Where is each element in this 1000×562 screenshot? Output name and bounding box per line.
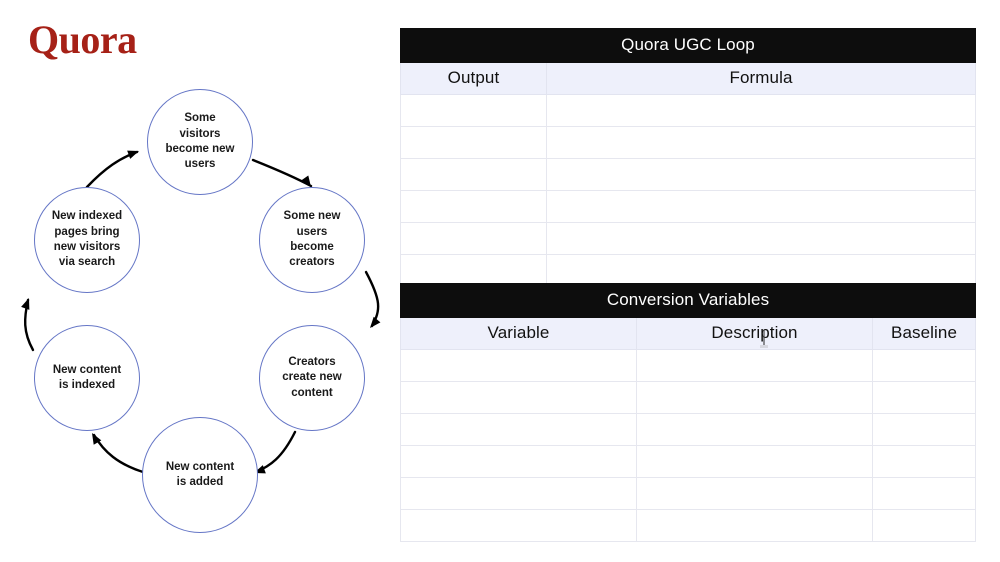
loop-node-label: Some new users become creators — [283, 210, 341, 269]
loop-node-creators-create-new-content[interactable]: Creators create new content — [259, 325, 365, 431]
table-row — [400, 445, 977, 478]
table-row — [400, 349, 977, 382]
table-row — [400, 126, 977, 159]
table-cell[interactable] — [871, 445, 977, 478]
table-cell[interactable] — [636, 509, 873, 542]
table-row — [400, 158, 977, 191]
arrow-pages-to-visitors-head — [127, 150, 139, 159]
arrow-visitors-to-newusers — [251, 158, 313, 188]
loop-node-label: Some visitors become new users — [165, 112, 235, 171]
table-cell[interactable] — [545, 94, 977, 127]
loop-node-label: New indexed pages bring new visitors via… — [51, 210, 123, 269]
text-caret-cursor — [760, 330, 768, 348]
table-cell[interactable] — [545, 158, 977, 191]
loop-node-some-visitors-become-new-users[interactable]: Some visitors become new users — [147, 89, 253, 195]
table-cell[interactable] — [871, 349, 977, 382]
table-cell[interactable] — [400, 254, 547, 287]
quora-logo: Quora — [28, 17, 137, 62]
table-cell[interactable] — [636, 477, 873, 510]
loop-node-label: New content is indexed — [52, 363, 122, 391]
table-title: Quora UGC Loop — [399, 28, 977, 63]
loop-node-label: Creators create new content — [282, 356, 342, 399]
table-row — [400, 477, 977, 510]
table-cell[interactable] — [400, 158, 547, 191]
arrow-contentadded-to-indexed — [92, 433, 145, 474]
table-cell[interactable] — [400, 445, 637, 478]
table-cell[interactable] — [545, 254, 977, 287]
arrow-indexed-to-pages-head — [21, 298, 30, 310]
arrow-visitors-to-newusers-head — [301, 175, 311, 187]
arrow-contentadded-to-indexed-head — [92, 433, 102, 445]
table-cell[interactable] — [400, 126, 547, 159]
loop-node-new-content-is-added[interactable]: New content is added — [142, 417, 258, 533]
table-cell[interactable] — [636, 349, 873, 382]
table-cell[interactable] — [545, 190, 977, 223]
table-cell[interactable] — [400, 477, 637, 510]
table-cell[interactable] — [871, 477, 977, 510]
table-cell[interactable] — [400, 222, 547, 255]
column-header-baseline[interactable]: Baseline — [871, 317, 977, 350]
loop-node-new-indexed-pages-bring-new-visitors-via-search[interactable]: New indexed pages bring new visitors via… — [34, 187, 140, 293]
table-title-row: Quora UGC Loop — [399, 28, 977, 63]
table-cell[interactable] — [545, 126, 977, 159]
table-row — [400, 509, 977, 542]
table-row — [400, 94, 977, 127]
column-header-output[interactable]: Output — [400, 62, 547, 95]
column-header-variable[interactable]: Variable — [400, 317, 637, 350]
column-header-formula[interactable]: Formula — [545, 62, 977, 95]
arrow-pages-to-visitors — [85, 150, 139, 189]
table-cell[interactable] — [636, 445, 873, 478]
loop-node-label: New content is added — [165, 460, 235, 488]
table-cell[interactable] — [871, 413, 977, 446]
table-cell[interactable] — [400, 190, 547, 223]
table-cell[interactable] — [400, 349, 637, 382]
table-row — [400, 190, 977, 223]
table-cell[interactable] — [636, 413, 873, 446]
table-title-row: Conversion Variables — [399, 283, 977, 318]
table-cell[interactable] — [400, 509, 637, 542]
table-row — [400, 381, 977, 414]
table-row — [400, 413, 977, 446]
table-cell[interactable] — [636, 381, 873, 414]
table-cell[interactable] — [871, 509, 977, 542]
column-header-description[interactable]: Description — [636, 317, 873, 350]
loop-node-new-content-is-indexed[interactable]: New content is indexed — [34, 325, 140, 431]
table-cell[interactable] — [400, 413, 637, 446]
table-title: Conversion Variables — [399, 283, 977, 318]
arrow-newusers-to-creators-head — [370, 316, 381, 328]
table-cell[interactable] — [871, 381, 977, 414]
table-row — [400, 254, 977, 287]
arrow-newusers-to-creators — [364, 270, 380, 328]
table-cell[interactable] — [400, 381, 637, 414]
table-cell[interactable] — [400, 94, 547, 127]
loop-node-some-new-users-become-creators[interactable]: Some new users become creators — [259, 187, 365, 293]
table-row — [400, 222, 977, 255]
table-cell[interactable] — [545, 222, 977, 255]
